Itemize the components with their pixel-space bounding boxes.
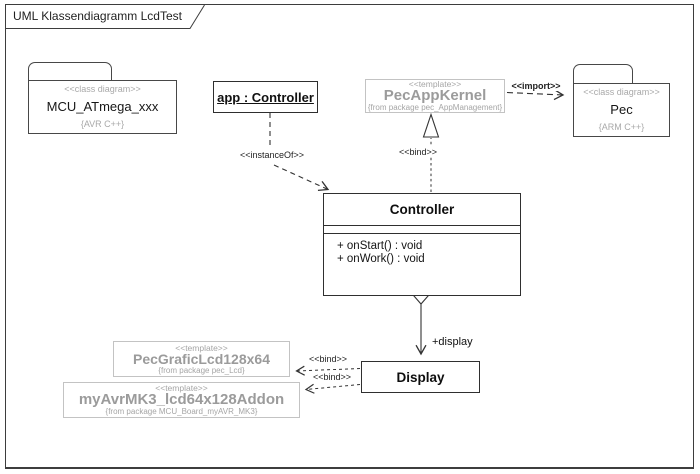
bind-grafic-label: <<bind>> <box>305 354 351 364</box>
mcu-package-tab[interactable] <box>28 62 112 80</box>
controller-class-name: Controller <box>389 202 455 217</box>
pec-package-name: Pec <box>610 102 633 117</box>
pec-grafic-lcd-stereotype: <<template>> <box>175 342 228 353</box>
frame-title-tab <box>5 4 205 29</box>
pec-grafic-lcd-from: {from package pec_Lcd} <box>158 365 245 375</box>
mcu-package-name: MCU_ATmega_xxx <box>46 99 159 114</box>
app-instance-label: app : Controller <box>217 89 314 105</box>
bind-kernel-triangle <box>422 112 440 138</box>
instanceof-connector-diagonal <box>273 164 330 192</box>
import-label: <<import>> <box>508 81 564 91</box>
my-avr-mk3-addon-stereotype: <<template>> <box>155 383 208 393</box>
pec-grafic-lcd-name: PecGraficLcd128x64 <box>133 350 270 367</box>
import-connector <box>506 89 565 101</box>
controller-operation: + onWork() : void <box>337 253 425 265</box>
pec-app-kernel-from: {from package pec_AppManagement} <box>367 103 503 112</box>
pec-package-tab[interactable] <box>573 64 633 83</box>
controller-operations-compartment: + onStart() : void + onWork() : void <box>324 234 520 295</box>
my-avr-mk3-addon-box[interactable]: <<template>> myAvrMK3_lcd64x128Addon {fr… <box>63 382 300 418</box>
bind-addon-connector <box>304 383 361 394</box>
controller-title-compartment: Controller <box>324 194 520 226</box>
mcu-package[interactable]: <<class diagram>> MCU_ATmega_xxx {AVR C+… <box>28 80 177 134</box>
my-avr-mk3-addon-name: myAvrMK3_lcd64x128Addon <box>78 391 285 408</box>
mcu-package-tag: {AVR C++} <box>80 119 125 129</box>
bind-kernel-label: <<bind>> <box>397 147 439 157</box>
controller-attributes-compartment <box>324 226 520 234</box>
pec-app-kernel-box[interactable]: <<template>> PecAppKernel {from package … <box>365 79 505 113</box>
controller-operation: + onStart() : void <box>337 240 423 252</box>
instanceof-label: <<instanceOf>> <box>239 150 305 160</box>
display-class-name: Display <box>396 369 445 385</box>
pec-package-tag: {ARM C++} <box>598 122 645 132</box>
bind-addon-label: <<bind>> <box>309 372 355 382</box>
diagram-frame <box>5 4 694 469</box>
display-class-box[interactable]: Display <box>361 361 480 393</box>
mcu-package-stereotype: <<class diagram>> <box>64 84 141 94</box>
pec-app-kernel-stereotype: <<template>> <box>408 79 462 89</box>
pec-package[interactable]: <<class diagram>> Pec {ARM C++} <box>573 83 670 137</box>
diagram-title: UML Klassendiagramm LcdTest <box>13 9 182 23</box>
bind-grafic-connector <box>295 365 361 376</box>
my-avr-mk3-addon-from: {from package MCU_Board_myAVR_MK3} <box>105 407 258 416</box>
controller-class-box[interactable]: Controller + onStart() : void + onWork()… <box>323 193 521 296</box>
display-role-label: +display <box>432 336 473 348</box>
pec-grafic-lcd-box[interactable]: <<template>> PecGraficLcd128x64 {from pa… <box>113 341 290 377</box>
pec-package-stereotype: <<class diagram>> <box>583 87 660 97</box>
app-instance-box[interactable]: app : Controller <box>213 81 318 113</box>
pec-app-kernel-name: PecAppKernel <box>383 87 487 104</box>
